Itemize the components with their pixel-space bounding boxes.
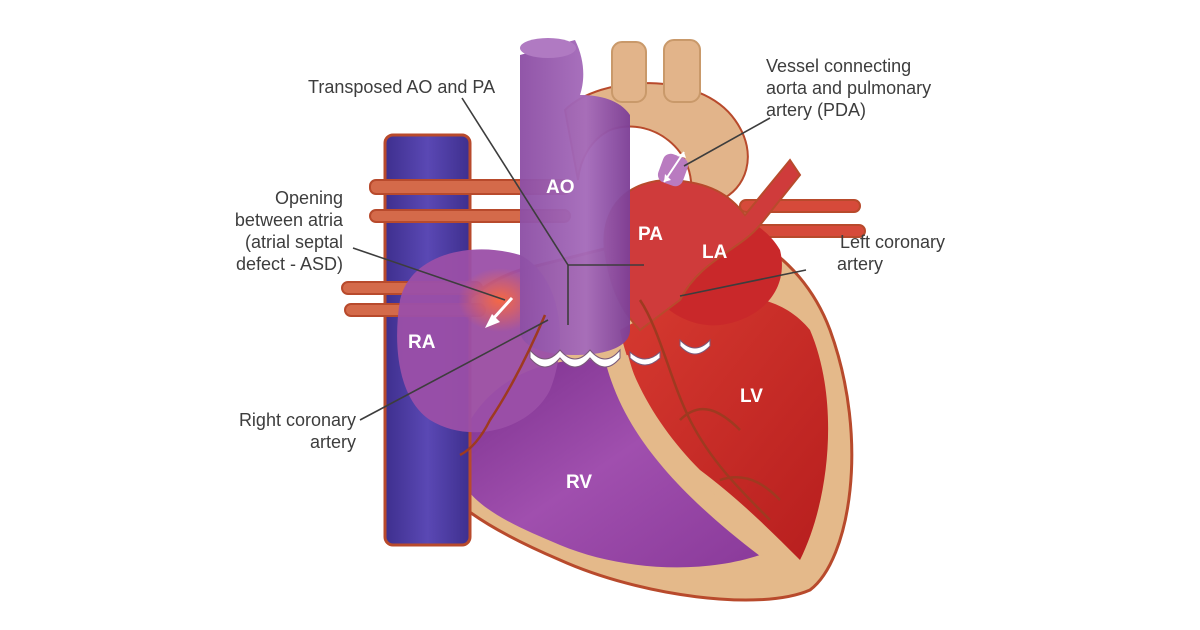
left-ventricle (620, 296, 829, 560)
label-ra: RA (408, 332, 436, 353)
label-vessel-line2: aorta and pulmonary (766, 78, 931, 98)
label-asd-line2: between atria (235, 210, 344, 230)
arch-branches (611, 39, 701, 103)
label-transposed: Transposed AO and PA (308, 77, 495, 97)
label-left-coronary-line1: Left coronary (840, 232, 945, 252)
septum (605, 355, 775, 556)
transposed-aorta (520, 40, 630, 355)
valve-cusps (529, 338, 711, 368)
label-left-coronary-line2: artery (837, 254, 883, 274)
label-la: LA (702, 242, 728, 263)
leader-lines (352, 97, 807, 421)
label-vessel-line3: artery (PDA) (766, 100, 866, 120)
label-lv: LV (740, 386, 763, 407)
label-asd-line1: Opening (275, 188, 343, 208)
aorta-top (520, 38, 576, 58)
label-asd-line3: (atrial septal (245, 232, 343, 252)
label-ao: AO (546, 177, 575, 198)
coronary-arteries (459, 299, 781, 521)
label-rv: RV (566, 472, 592, 493)
label-right-coronary-line1: Right coronary (239, 410, 356, 430)
asd-arrow (490, 296, 514, 322)
pulmonary-artery (603, 158, 802, 332)
label-vessel-line1: Vessel connecting (766, 56, 911, 76)
label-pa: PA (638, 224, 663, 245)
label-asd-line4: defect - ASD) (236, 254, 343, 274)
label-right-coronary-line2: artery (310, 432, 356, 452)
